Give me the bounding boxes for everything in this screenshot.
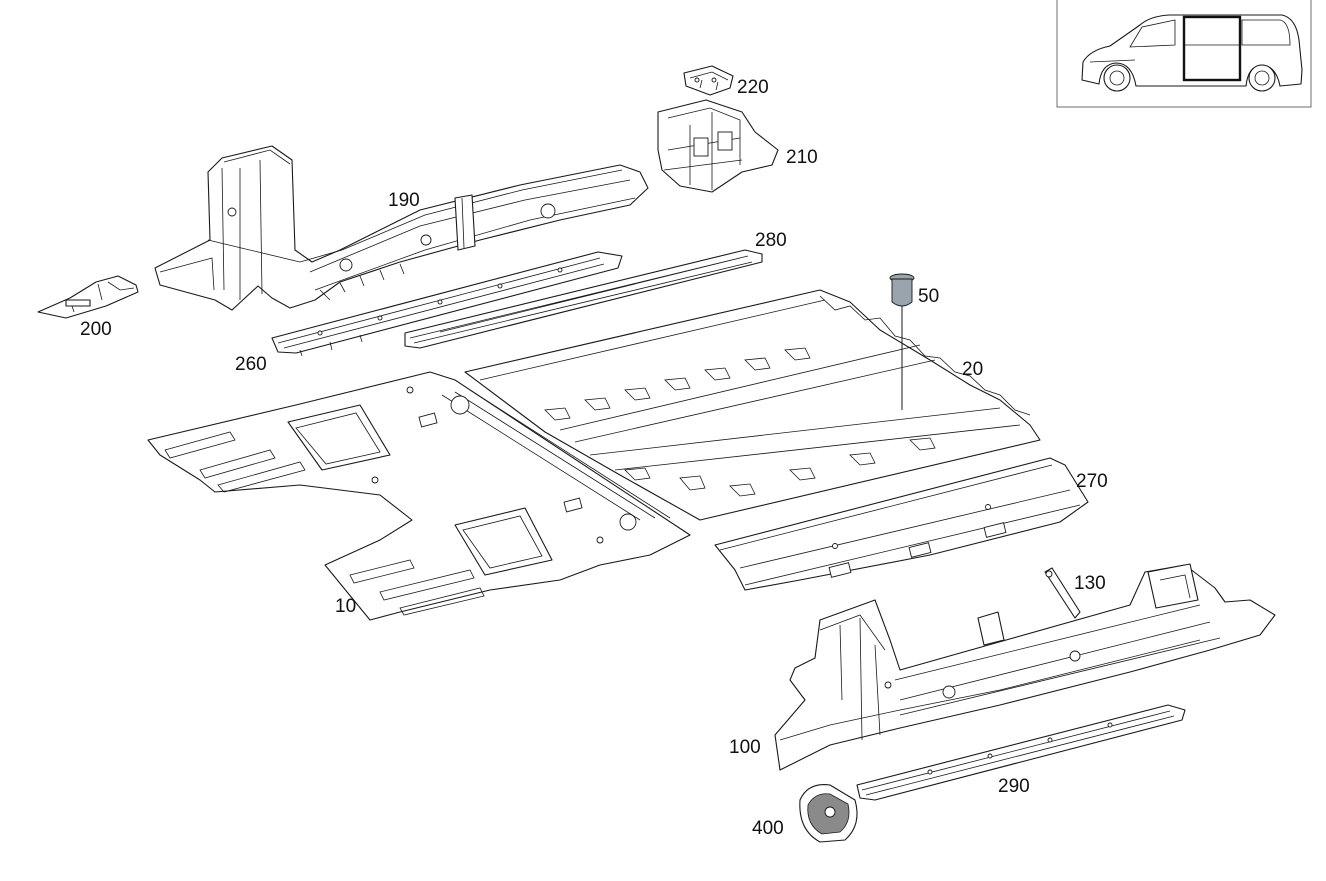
part-100-right-side-member — [774, 563, 1276, 771]
sliding-door-highlight — [1182, 15, 1242, 82]
part-260-floor-rail — [271, 251, 623, 357]
label-100: 100 — [729, 737, 761, 758]
label-10: 10 — [335, 596, 356, 617]
label-190: 190 — [388, 190, 420, 211]
label-130: 130 — [1074, 573, 1106, 594]
label-210: 210 — [786, 147, 818, 168]
part-270-rear-rail — [714, 457, 1089, 591]
part-280-floor-rail — [404, 249, 763, 349]
part-290-sill-rail — [856, 704, 1186, 801]
part-400-cover — [799, 784, 858, 843]
label-260: 260 — [235, 354, 267, 375]
label-220: 220 — [737, 77, 769, 98]
part-190-left-side-member — [154, 145, 649, 311]
part-10-front-floor-panel — [147, 371, 691, 621]
label-290: 290 — [998, 776, 1030, 797]
part-50-fastener — [889, 273, 915, 410]
label-280: 280 — [755, 230, 787, 251]
van-side-view-icon — [1081, 14, 1303, 92]
label-200: 200 — [80, 319, 112, 340]
label-20: 20 — [962, 359, 983, 380]
label-400: 400 — [752, 818, 784, 839]
label-270: 270 — [1076, 471, 1108, 492]
part-20-rear-floor-panel — [464, 289, 1041, 521]
part-200-bracket — [37, 275, 139, 319]
label-50: 50 — [918, 286, 939, 307]
part-130-strut — [1044, 567, 1081, 619]
vehicle-thumbnail — [1056, 0, 1312, 108]
part-220-bracket — [683, 65, 734, 96]
part-210-crossmember-bracket — [657, 99, 779, 193]
